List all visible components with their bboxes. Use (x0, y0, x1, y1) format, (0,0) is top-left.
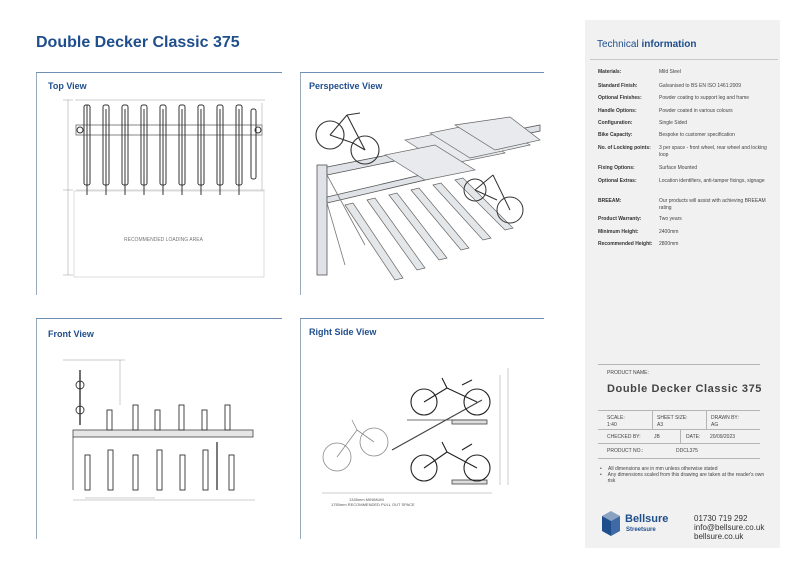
spec-label-fixing-options: Fixing Options: (598, 165, 635, 171)
spec-value-product-warranty: Two years (659, 216, 682, 222)
title-block-divider-1 (652, 410, 653, 429)
front-upper-racks (75, 370, 231, 431)
contact-web[interactable]: bellsure.co.uk (694, 532, 744, 541)
perspective-bike-upper (315, 112, 380, 165)
product-no-value: DDCL375 (676, 448, 698, 454)
scale-value: 1:40 (607, 422, 617, 428)
side-pullout-label: 1750mm RECOMMENDED PULL OUT SPACE (331, 502, 415, 507)
side-view-frame-line (300, 319, 301, 539)
perspective-upper-trays (384, 116, 541, 181)
checked-by-label: CHECKED BY: (607, 434, 641, 440)
loading-area-label: RECOMMENDED LOADING AREA (124, 237, 203, 243)
title-block-rule-1 (598, 410, 760, 411)
top-view-title: Top View (48, 81, 87, 91)
spec-label-materials: Materials: (598, 69, 622, 75)
front-view-drawing (63, 359, 255, 501)
spec-label-recommended-height: Recommended Height: (598, 241, 653, 247)
side-bike-upper (410, 377, 491, 416)
front-view-title: Front View (48, 329, 94, 339)
technical-title: Technical information (597, 39, 696, 50)
brand-name: Bellsure (625, 513, 669, 525)
front-lower-racks (84, 442, 235, 491)
product-name: Double Decker Classic 375 (607, 383, 763, 395)
technical-title-bold: information (641, 39, 697, 50)
checked-by-value: JB (654, 434, 660, 440)
spec-label-standard-finish: Standard Finish: (598, 83, 638, 89)
side-view-rule (300, 318, 544, 319)
spec-label-configuration: Configuration: (598, 120, 633, 126)
bellsure-logo-icon (602, 511, 620, 536)
spec-label-breeam: BREEAM: (598, 198, 622, 204)
title-block-bottom-rule (598, 458, 760, 459)
perspective-view-title: Perspective View (309, 81, 383, 91)
bullet-icon: • (600, 466, 602, 472)
spec-value-optional-finishes: Powder coating to support leg and frame (659, 95, 750, 101)
spec-label-handle-options: Handle Options: (598, 108, 637, 114)
title-block-rule-2 (598, 429, 760, 430)
top-view-bike-slots (76, 104, 262, 195)
note-item: • All dimensions are in mm unless otherwi… (600, 466, 765, 472)
drawn-by-label: DRAWN BY: (711, 415, 739, 421)
side-view-drawing (322, 368, 509, 494)
spec-value-breeam: Our products will assist with achieving … (659, 198, 766, 211)
spec-label-optional-finishes: Optional Finishes: (598, 95, 642, 101)
spec-value-bike-capacity: Bespoke to customer specification (659, 132, 735, 138)
perspective-lower-rails (344, 177, 514, 281)
scale-label: SCALE: (607, 415, 625, 421)
date-label: DATE: (686, 434, 701, 440)
page-title: Double Decker Classic 375 (36, 34, 240, 51)
perspective-bike-lower (463, 174, 524, 224)
perspective-view-drawing (315, 112, 541, 281)
side-view-title: Right Side View (309, 327, 377, 337)
bullet-icon: • (600, 472, 602, 478)
front-view-frame-line (36, 319, 37, 539)
brand-sub: Streetsure (626, 527, 656, 533)
top-view-frame-line (36, 73, 37, 295)
spec-value-locking-points: 3 per space - front wheel, rear wheel an… (659, 145, 767, 158)
title-block-divider-3 (680, 429, 681, 443)
spec-label-product-warranty: Product Warranty: (598, 216, 642, 222)
side-bike-ghost (322, 419, 389, 472)
drawn-by-value: AG (711, 422, 719, 428)
spec-value-fixing-options: Surface Mounted (659, 165, 698, 171)
spec-label-minimum-height: Minimum Height: (598, 229, 639, 235)
spec-label-locking-points: No. of Locking points: (598, 145, 651, 151)
sheet-size-value: A3 (657, 422, 664, 428)
top-view-rule (36, 72, 282, 73)
contact-phone: 01730 719 292 (694, 514, 748, 523)
note-text: All dimensions are in mm unless otherwis… (608, 466, 718, 472)
perspective-view-rule (300, 72, 544, 73)
sheet-size-label: SHEET SIZE: (657, 415, 688, 421)
technical-panel (585, 20, 780, 548)
note-item: • Any dimensions scaled from this drawing… (600, 472, 765, 484)
product-no-label: PRODUCT NO.: (607, 448, 644, 454)
perspective-view-frame-line (300, 73, 301, 295)
technical-rule (590, 59, 778, 60)
side-bike-lower (410, 441, 491, 482)
note-text: Any dimensions scaled from this drawing … (607, 472, 765, 484)
notes-list: • All dimensions are in mm unless otherwi… (600, 466, 765, 484)
contact-email[interactable]: info@bellsure.co.uk (694, 523, 765, 532)
top-view-drawing (63, 99, 265, 278)
spec-label-optional-extras: Optional Extras: (598, 178, 637, 184)
technical-title-light: Technical (597, 39, 639, 50)
spec-value-minimum-height: 2400mm (659, 229, 679, 235)
product-name-label: PRODUCT NAME: (607, 370, 649, 376)
front-view-rule (36, 318, 282, 319)
spec-value-recommended-height: 2800mm (659, 241, 679, 247)
title-block-rule-3 (598, 443, 760, 444)
spec-label-bike-capacity: Bike Capacity: (598, 132, 633, 138)
spec-value-materials: Mild Steel (659, 69, 681, 75)
spec-value-configuration: Single Sided (659, 120, 688, 126)
side-min-label: 1345mm MINIMUM (349, 497, 384, 502)
title-block-top-rule (598, 364, 760, 365)
title-block-divider-2 (706, 410, 707, 429)
spec-value-handle-options: Powder coated in various colours (659, 108, 733, 114)
date-value: 20/09/2023 (710, 434, 736, 440)
spec-value-optional-extras: Location identifiers, anti-tamper fixing… (659, 178, 765, 184)
spec-value-standard-finish: Galvanised to BS EN ISO 1461:2009 (659, 83, 741, 89)
